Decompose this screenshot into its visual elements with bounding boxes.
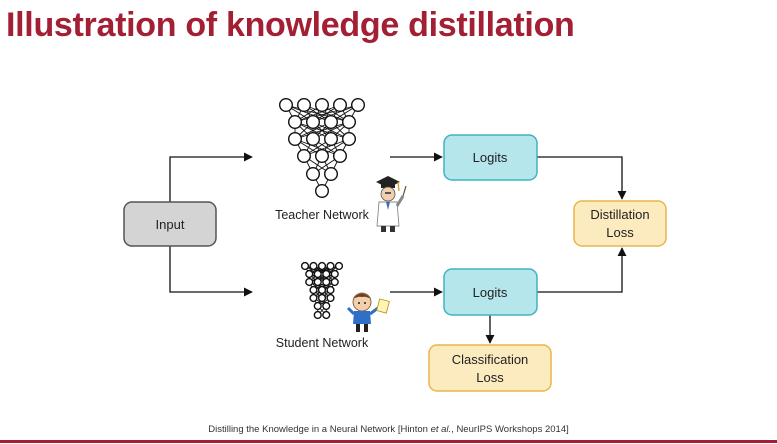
student-network-node <box>322 301 331 311</box>
teacher-network-node <box>288 114 303 129</box>
teacher-network-connection <box>312 104 359 123</box>
distillation-loss-line-2: Loss <box>606 225 634 240</box>
classification-loss-line-1: Classification <box>452 352 529 367</box>
teacher-network-node <box>324 131 339 146</box>
teacher-logits-box <box>443 134 538 181</box>
student-network-graph <box>300 261 344 320</box>
teacher-network-node <box>324 166 339 181</box>
student-network-node <box>317 285 327 295</box>
student-figure-icon <box>346 292 390 332</box>
footer-rule <box>0 440 777 443</box>
teacher-network-node <box>351 97 366 112</box>
student-network-node <box>309 285 318 295</box>
teacher-network-node <box>315 97 330 112</box>
student-network-node <box>305 277 314 287</box>
teacher-network-node <box>315 148 330 163</box>
teacher-network-node <box>297 148 312 163</box>
teacher-network-connection <box>303 138 350 157</box>
input-node: Input <box>123 201 217 247</box>
teacher-figure-icon <box>376 176 407 232</box>
input-label: Input <box>156 217 185 232</box>
student-network-node <box>317 261 327 271</box>
distillation-loss-line-1: Distillation <box>590 207 649 222</box>
teacher-network-nodes <box>279 97 366 198</box>
citation-etal: et al. <box>430 424 452 435</box>
teacher-network-connection <box>294 104 341 123</box>
teacher-network-label: Teacher Network <box>275 208 370 222</box>
citation-suffix: , NeurIPS Workshops 2014] <box>451 424 569 435</box>
teacher-network-connection <box>294 104 359 123</box>
student-network-node <box>326 261 335 271</box>
citation: Distilling the Knowledge in a Neural Net… <box>0 424 777 435</box>
student-network-node <box>326 293 335 303</box>
teacher-network-node <box>288 131 303 146</box>
student-network-node <box>330 269 339 279</box>
student-network-node <box>313 310 322 320</box>
teacher-logits-node: Logits <box>443 134 538 181</box>
student-network-node <box>309 293 318 303</box>
citation-prefix: Distilling the Knowledge in a Neural Net… <box>208 424 431 435</box>
student-network-connection <box>309 273 335 283</box>
teacher-network-node <box>279 97 294 112</box>
student-network-node <box>330 277 339 287</box>
distillation-loss-box <box>573 200 667 247</box>
student-network-nodes <box>300 261 344 320</box>
edges <box>169 152 627 344</box>
student-network-node <box>322 269 331 279</box>
student-network-node <box>305 269 314 279</box>
edge-teacher-logits-to-distillation-loss <box>537 156 627 200</box>
teacher-network-node <box>306 166 321 181</box>
classification-loss-node: Classification Loss <box>428 344 552 392</box>
edge-input-to-teacher <box>169 152 253 205</box>
student-network-node <box>309 261 318 271</box>
teacher-network-node <box>297 97 312 112</box>
student-logits-box <box>443 268 538 316</box>
teacher-network-node <box>333 148 348 163</box>
teacher-network-node <box>306 131 321 146</box>
teacher-network-node <box>333 97 348 112</box>
student-logits-node: Logits <box>443 268 538 316</box>
teacher-network-connection <box>294 121 350 140</box>
student-network-node <box>313 277 322 287</box>
distillation-loss-node: Distillation Loss <box>573 200 667 247</box>
student-network-node <box>322 277 331 287</box>
input-box <box>123 201 217 247</box>
student-network-node <box>300 261 310 271</box>
edge-student-logits-to-distillation-loss <box>537 247 627 293</box>
teacher-network-node <box>342 131 357 146</box>
student-network-node <box>334 261 344 271</box>
teacher-network-node <box>315 183 330 198</box>
student-network-node <box>313 269 322 279</box>
student-network-node <box>317 293 327 303</box>
classification-loss-line-2: Loss <box>476 370 504 385</box>
teacher-network-node <box>306 114 321 129</box>
teacher-network-node <box>324 114 339 129</box>
student-network-label: Student Network <box>276 336 369 350</box>
student-logits-label: Logits <box>473 285 508 300</box>
edge-input-to-student <box>169 245 253 297</box>
student-network-node <box>326 285 335 295</box>
teacher-network-node <box>342 114 357 129</box>
classification-loss-box <box>428 344 552 392</box>
teacher-network-graph <box>279 97 366 198</box>
teacher-logits-label: Logits <box>473 150 508 165</box>
student-network-node <box>313 301 322 311</box>
slide-title: Illustration of knowledge distillation <box>6 6 575 44</box>
student-network-node <box>322 310 331 320</box>
